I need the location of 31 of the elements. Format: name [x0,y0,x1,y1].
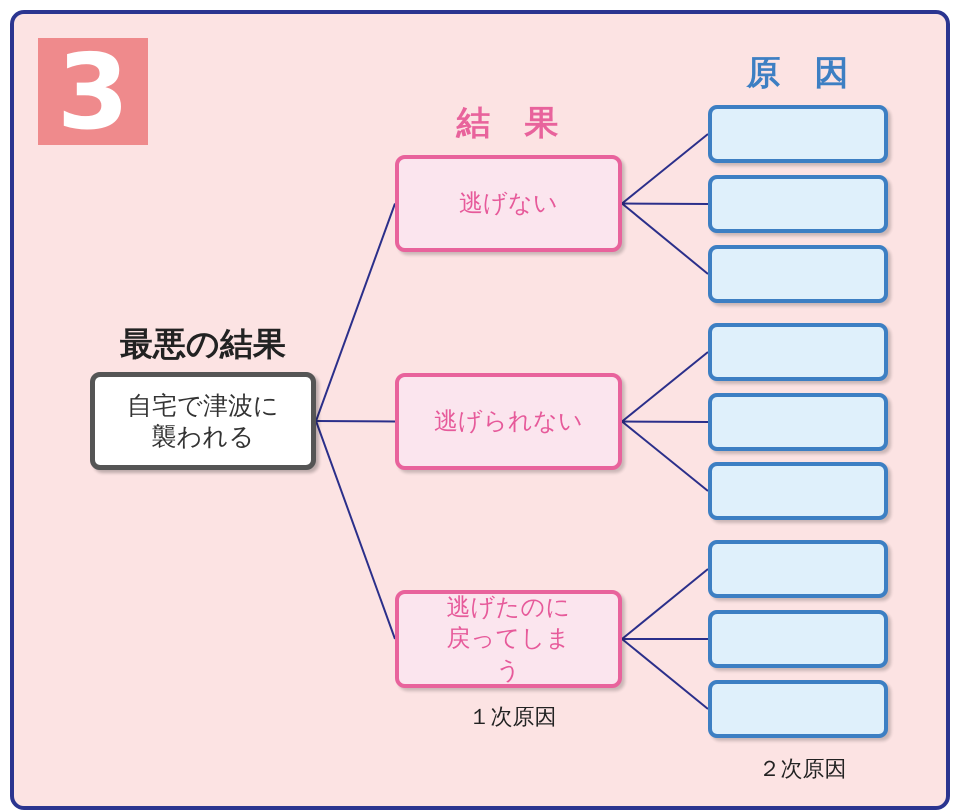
cause-box [708,323,888,381]
connector-line [315,203,396,422]
cause-box [708,680,888,738]
connector-line [621,351,709,422]
cause-box [708,462,888,520]
cause-box [708,175,888,233]
connector-line [621,420,709,492]
cause-box [708,105,888,163]
connector-line [621,133,709,204]
cause-box [708,245,888,303]
result-box: 自宅で津波に襲われる [90,372,316,470]
column-caption: ２次原因 [758,756,848,784]
result-box: 逃げない [395,155,622,252]
cause-box [708,393,888,451]
connector-line [622,202,708,205]
connector-line [621,202,709,275]
connector-line [316,420,395,422]
result-box: 逃げたのに戻ってしまう [395,590,622,688]
connector-line [621,638,709,710]
column-heading: 原 因 [745,52,850,95]
heading: 最悪の結果 [119,323,287,365]
connector-line [622,420,708,423]
cause-box [708,610,888,668]
number-badge: 3 [38,38,148,145]
connector-line [315,420,396,640]
cause-box [708,540,888,598]
column-caption: １次原因 [468,704,558,732]
column-heading: 結 果 [454,102,560,145]
result-box: 逃げられない [395,373,622,470]
connector-line [622,638,708,640]
connector-line [621,568,709,640]
